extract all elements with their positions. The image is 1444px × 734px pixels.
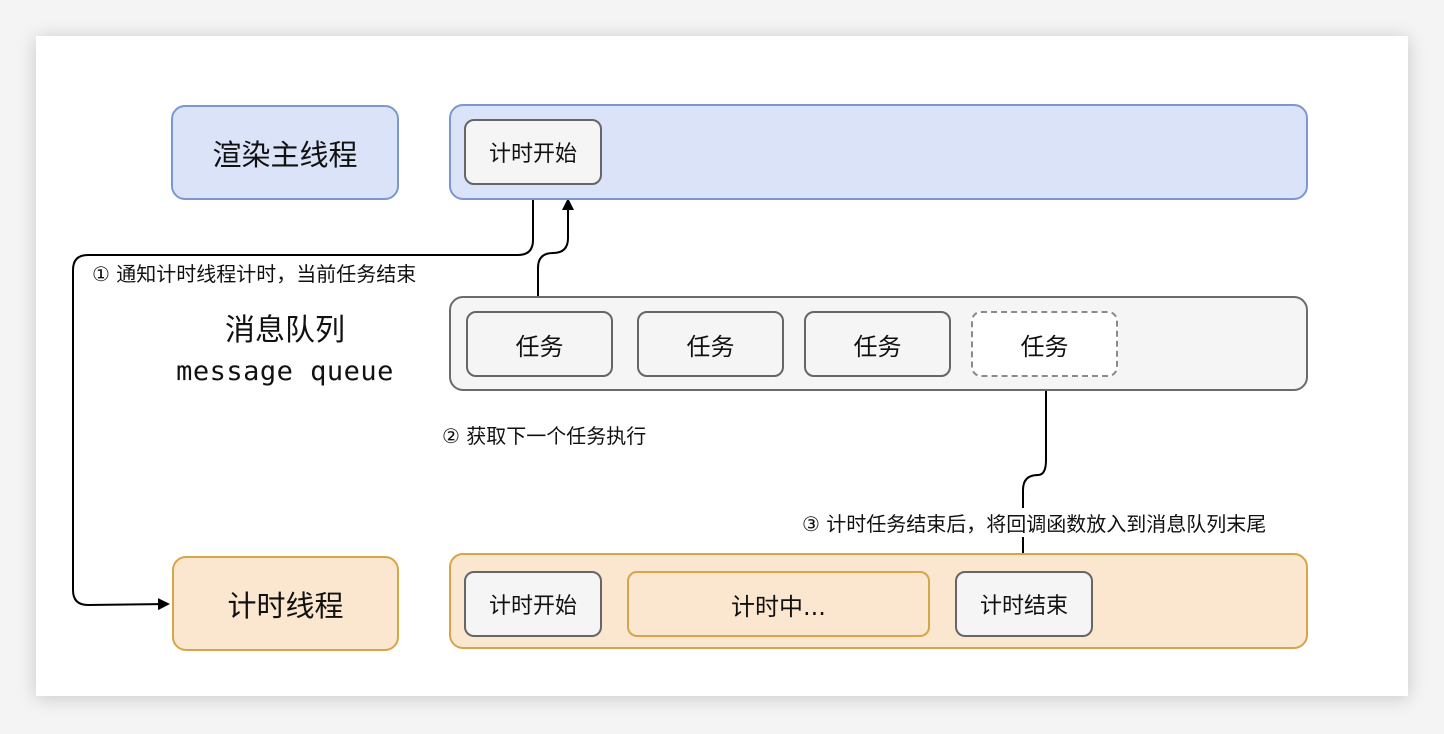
- message-queue-label-zh: 消息队列: [225, 313, 345, 348]
- render-main-thread-text: 渲染主线程: [212, 137, 358, 172]
- queue-task: 任务: [804, 311, 951, 377]
- queue-task-text: 任务: [686, 332, 735, 361]
- main-timer-start-chip: 计时开始: [464, 119, 602, 185]
- timer-thread-label: 计时线程: [172, 556, 399, 651]
- timer-start-chip: 计时开始: [464, 571, 602, 637]
- step2-note: ② 获取下一个任务执行: [442, 420, 647, 449]
- message-queue-label-en: message queue: [176, 356, 394, 387]
- queue-task-text: 任务: [853, 332, 902, 361]
- step1-note: ① 通知计时线程计时，当前任务结束: [92, 258, 417, 287]
- step3-note: ③ 计时任务结束后，将回调函数放入到消息队列末尾: [802, 508, 1267, 537]
- render-main-thread-label: 渲染主线程: [171, 105, 399, 200]
- queue-task: 任务: [466, 311, 613, 377]
- queue-task: 任务: [637, 311, 784, 377]
- queue-task-pending: 任务: [971, 311, 1118, 377]
- queue-task-text: 任务: [515, 332, 564, 361]
- arrow-notify-timer-thread: [72, 187, 534, 611]
- timer-thread-text: 计时线程: [227, 588, 344, 623]
- timing-chip: 计时中...: [627, 571, 930, 637]
- arrow-callback-to-queue: [1022, 378, 1052, 570]
- timer-start-text: 计时开始: [488, 594, 577, 619]
- arrow-fetch-next-task: [537, 198, 574, 310]
- message-queue-label: 消息队列 message queue: [160, 310, 410, 392]
- timer-end-chip: 计时结束: [955, 571, 1093, 637]
- timer-end-text: 计时结束: [979, 594, 1068, 619]
- main-timer-start-text: 计时开始: [488, 142, 577, 167]
- timing-text: 计时中...: [731, 592, 826, 621]
- queue-task-text: 任务: [1020, 332, 1069, 361]
